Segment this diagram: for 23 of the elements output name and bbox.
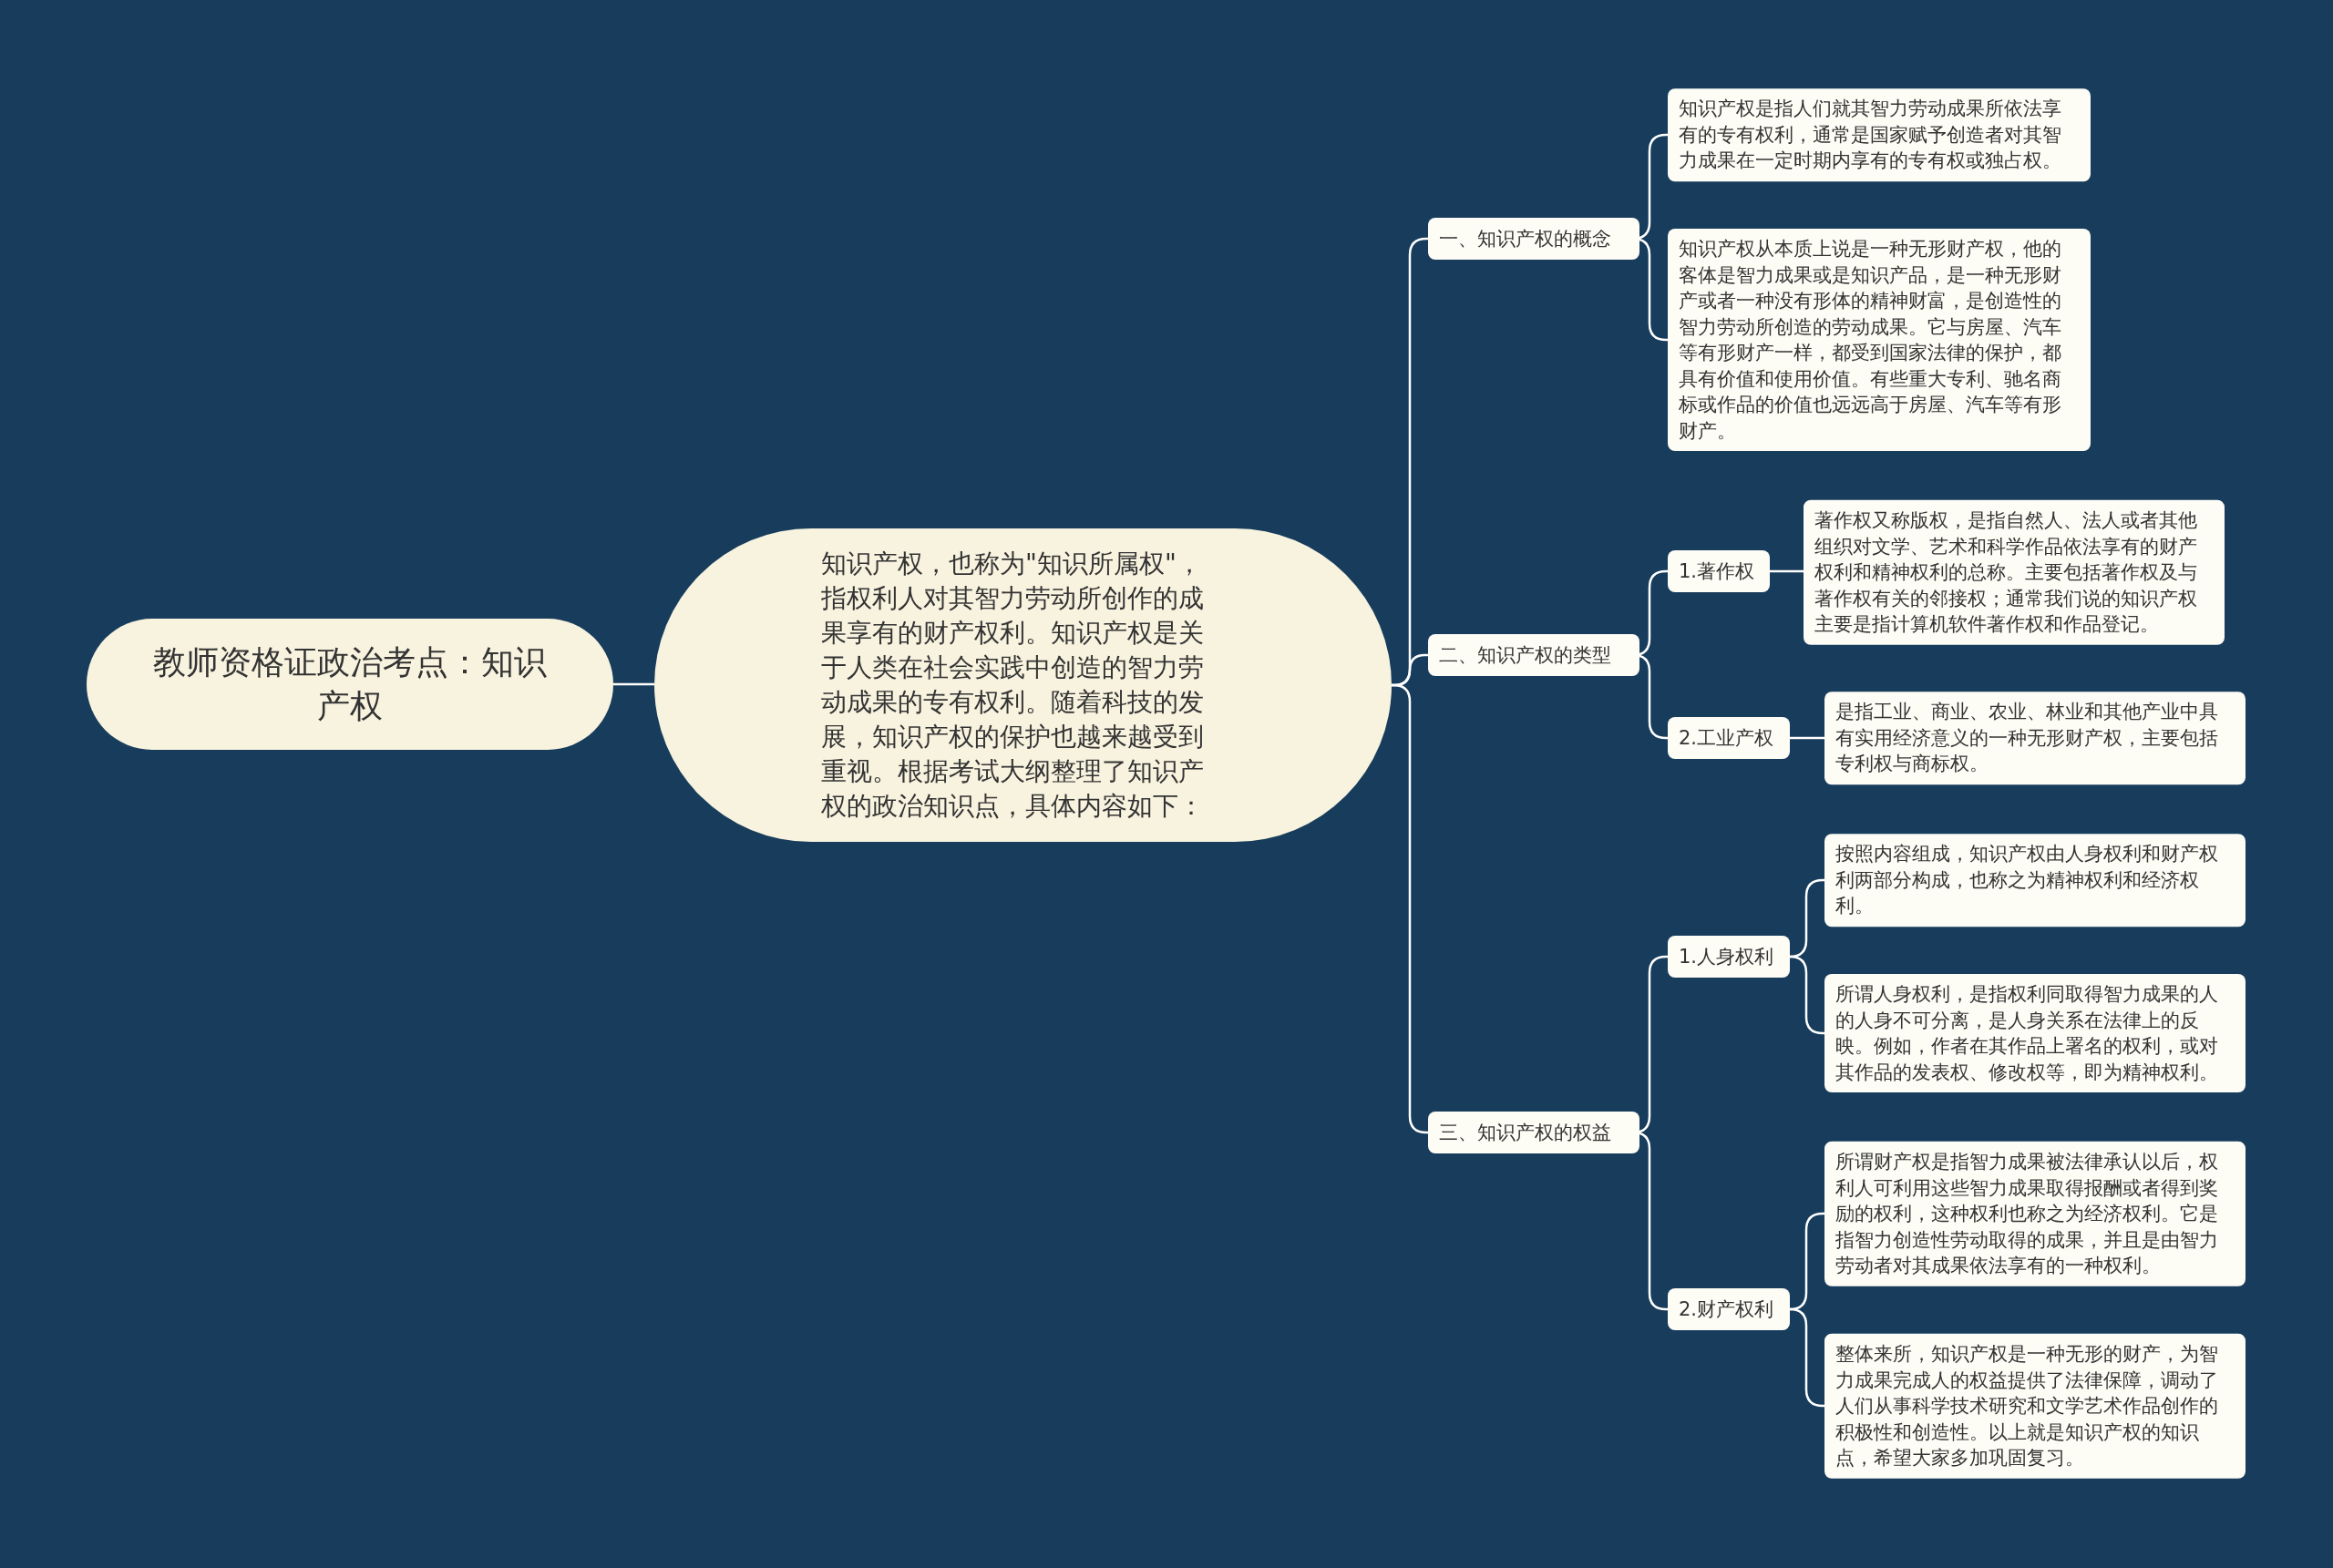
connector-line [1770, 569, 1804, 573]
branch-box: 1.著作权 [1668, 550, 1770, 592]
branch-box: 三、知识产权的权益 [1428, 1112, 1639, 1153]
connector-line [1391, 683, 1429, 1134]
branch-box: 一、知识产权的概念 [1428, 218, 1639, 260]
note-box: 著作权又称版权，是指自然人、法人或者其他组织对文学、艺术和科学作品依法享有的财产权利和精神权利的总称。主要包括著作权及与著作权有关的邻接权；通常我们说的知识产权主要是指计算机软件著作权和作品登记。 [1804, 499, 2225, 645]
summary-pill: 知识产权，也称为"知识所属权"，指权利人对其智力劳动所创作的成果享有的财产权利。知识产权是关于人类在社会实践中创造的智力劳动成果的专有权利。随着科技的发展，知识产权的保护也越来越受到重视。根据考试大纲整理了知识产权的政治知识点，具体内容如下： [654, 528, 1392, 842]
connector-line [1790, 736, 1824, 740]
note-box: 知识产权是指人们就其智力劳动成果所依法享有的专有权利，通常是国家赋予创造者对其智力成果在一定时期内享有的专有权或独占权。 [1668, 88, 2091, 181]
note-box: 是指工业、商业、农业、林业和其他产业中具有实用经济意义的一种无形财产权，主要包括专利权与商标权。 [1824, 692, 2246, 784]
branch-box: 2.工业产权 [1668, 717, 1790, 759]
connector-line [1788, 1307, 1824, 1408]
note-box: 按照内容组成，知识产权由人身权利和财产权利两部分构成，也称之为精神权利和经济权利。 [1824, 834, 2246, 927]
connector-line [1788, 955, 1824, 1035]
note-box: 整体来所，知识产权是一种无形的财产，为智力成果完成人的权益提供了法律保障，调动了人们从事科学技术研究和文学艺术作品创作的积极性和创造性。以上就是知识产权的知识点，希望大家多加巩固复习。 [1824, 1333, 2246, 1479]
branch-box: 二、知识产权的类型 [1428, 634, 1639, 676]
topic-pill: 教师资格证政治考点：知识产权 [87, 619, 613, 750]
branch-box: 1.人身权利 [1668, 936, 1790, 978]
note-box: 知识产权从本质上说是一种无形财产权，他的客体是智力成果或是知识产品，是一种无形财产或者一种没有形体的精神财富，是创造性的智力劳动所创造的劳动成果。它与房屋、汽车等有形财产一样，都受到国家法律的保护，都具有价值和使用价值。有些重大专利、驰名商标或作品的价值也远远高于房屋、汽车等有形财产。 [1668, 229, 2091, 451]
branch-box: 2.财产权利 [1668, 1288, 1790, 1330]
connector-line [613, 682, 654, 686]
note-box: 所谓财产权是指智力成果被法律承认以后，权利人可利用这些智力成果取得报酬或者得到奖励的权利，这种权利也称之为经济权利。它是指智力创造性劳动取得的成果，并且是由智力劳动者对其成果依法享有的一种权利。 [1824, 1141, 2246, 1286]
note-box: 所谓人身权利，是指权利同取得智力成果的人的人身不可分离，是人身关系在法律上的反映。例如，作者在其作品上署名的权利，或对其作品的发表权、修改权等，即为精神权利。 [1824, 974, 2246, 1092]
